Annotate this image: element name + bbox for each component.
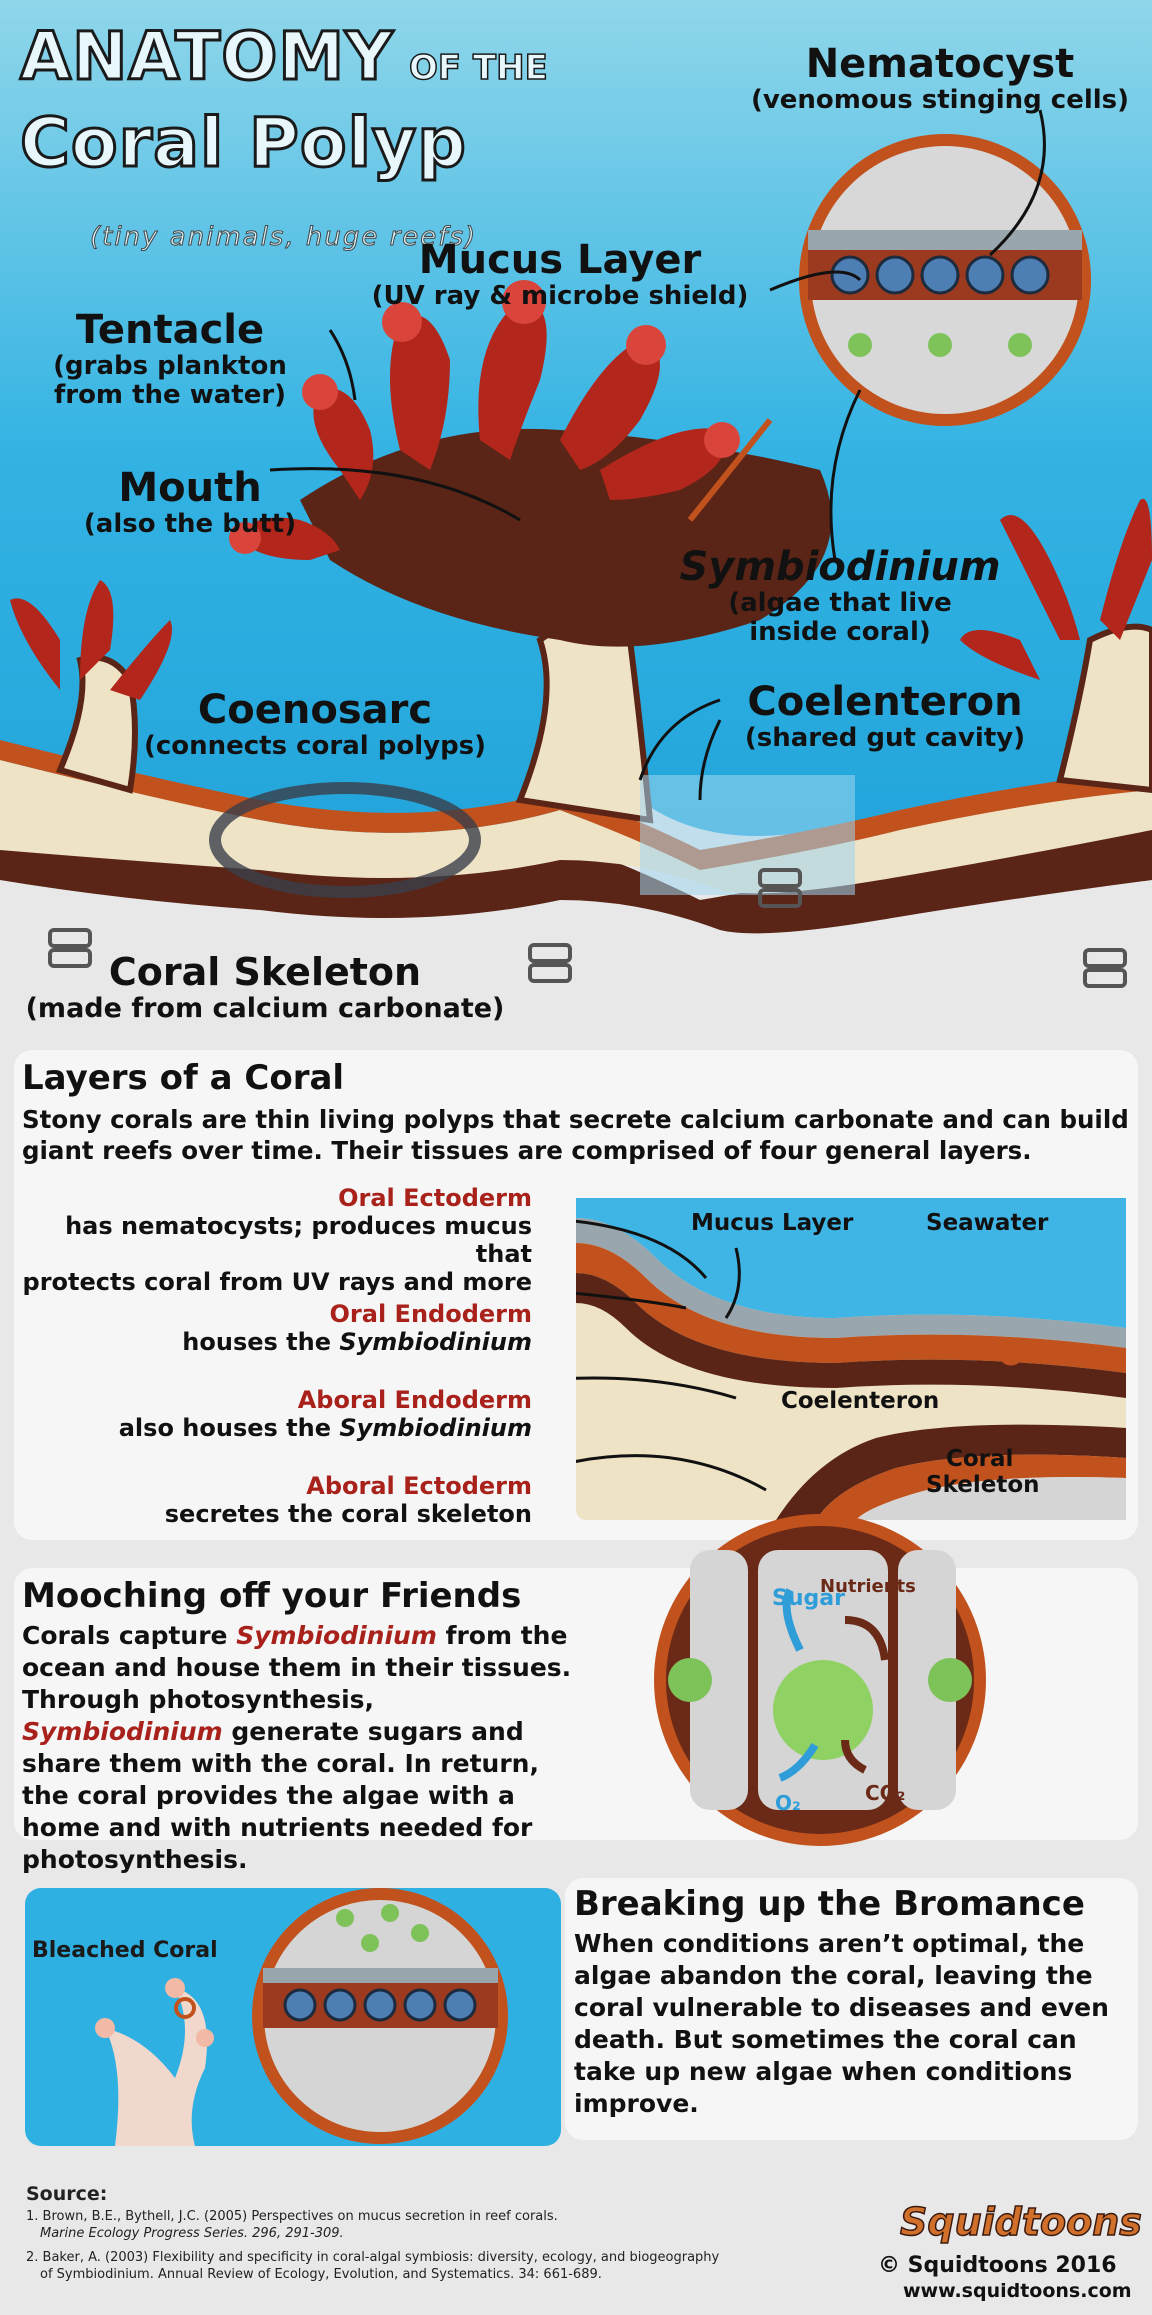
label-co2: CO₂ bbox=[865, 1781, 905, 1805]
layer-aboral-endoderm-desc: also houses the Symbiodinium bbox=[118, 1414, 532, 1442]
label-coelenteron: Coelenteron (shared gut cavity) bbox=[744, 679, 1026, 753]
hero-ocean bbox=[0, 0, 1152, 1010]
title-coral-polyp: Coral Polyp bbox=[19, 104, 468, 183]
copyright: © Squidtoons 2016 bbox=[878, 2253, 1117, 2278]
diagram-label-coral: Coral bbox=[946, 1446, 1013, 1472]
bleached-illustration bbox=[95, 1888, 508, 2146]
polyp-illustration bbox=[0, 109, 1152, 1010]
bromance-panel bbox=[565, 1878, 1138, 2140]
bromance-text: When conditions aren’t optimal, the alga… bbox=[574, 1929, 1109, 2118]
layer-aboral-ectoderm-desc: secretes the coral skeleton bbox=[164, 1500, 532, 1528]
mooching-title: Mooching off your Friends bbox=[22, 1576, 522, 1616]
bleached-label: Bleached Coral bbox=[32, 1938, 218, 1963]
mooching-text: Corals capture Symbiodinium from the oce… bbox=[22, 1621, 572, 1874]
layer-oral-endoderm-desc: houses the Symbiodinium bbox=[182, 1328, 532, 1356]
label-tentacle: Tentacle (grabs plankton from the water) bbox=[53, 307, 287, 410]
website-link[interactable]: www.squidtoons.com bbox=[903, 2280, 1132, 2302]
layer-list: Oral Ectoderm has nematocysts; produces … bbox=[20, 1184, 532, 1528]
layers-diagram: Mucus Layer Seawater Coelenteron Coral S… bbox=[576, 1198, 1126, 1520]
layer-oral-endoderm-name: Oral Endoderm bbox=[329, 1300, 532, 1328]
diagram-label-coelenteron: Coelenteron bbox=[781, 1388, 939, 1414]
label-mouth: Mouth (also the butt) bbox=[83, 465, 297, 539]
sources-heading: Source: bbox=[26, 2183, 108, 2205]
bleached-panel bbox=[25, 1888, 561, 2146]
sources: Source: 1. Brown, B.E., Bythell, J.C. (2… bbox=[26, 2182, 876, 2284]
label-mucus-layer: Mucus Layer (UV ray & microbe shield) bbox=[371, 237, 749, 311]
diagram-label-mucus: Mucus Layer bbox=[691, 1210, 854, 1236]
layer-oral-ectoderm-desc1: has nematocysts; produces mucus that bbox=[65, 1212, 532, 1268]
photosynthesis-diagram: Sugar Nutrients O₂ CO₂ bbox=[654, 1514, 986, 1846]
diagram-label-skeleton: Skeleton bbox=[926, 1472, 1040, 1498]
label-nutrients: Nutrients bbox=[820, 1576, 916, 1597]
title-of-the: OF THE bbox=[408, 47, 548, 89]
label-symbiodinium: Symbiodinium (algae that live inside cor… bbox=[679, 544, 1001, 647]
source-1-journal: Marine Ecology Progress Series. 296, 291… bbox=[40, 2226, 344, 2242]
label-sugar: Sugar bbox=[772, 1586, 845, 1611]
squidtoons-logo: Squidtoons bbox=[899, 2199, 1142, 2245]
source-2: 2. Baker, A. (2003) Flexibility and spec… bbox=[26, 2249, 720, 2265]
title-anatomy: ANATOMY bbox=[19, 18, 395, 95]
label-nematocyst: Nematocyst (venomous stinging cells) bbox=[750, 41, 1130, 115]
label-coral-skeleton: Coral Skeleton (made from calcium carbon… bbox=[25, 950, 505, 1024]
source-2-journal: of Symbiodinium. Annual Review of Ecolog… bbox=[40, 2267, 602, 2283]
subtitle: (tiny animals, huge reefs) bbox=[89, 222, 478, 253]
title-block: ANATOMY OF THE bbox=[19, 22, 549, 91]
layers-text: Stony corals are thin living polyps that… bbox=[22, 1105, 1129, 1166]
layer-aboral-ectoderm-name: Aboral Ectoderm bbox=[306, 1472, 532, 1500]
label-o2: O₂ bbox=[775, 1791, 801, 1815]
layer-aboral-endoderm-name: Aboral Endoderm bbox=[297, 1386, 532, 1414]
bromance-title: Breaking up the Bromance bbox=[574, 1884, 1085, 1924]
source-1: 1. Brown, B.E., Bythell, J.C. (2005) Per… bbox=[26, 2208, 558, 2224]
diagram-label-seawater: Seawater bbox=[926, 1210, 1049, 1236]
label-coenosarc: Coenosarc (connects coral polyps) bbox=[143, 687, 487, 761]
layers-title: Layers of a Coral bbox=[22, 1058, 345, 1098]
layer-oral-ectoderm-name: Oral Ectoderm bbox=[338, 1184, 532, 1212]
layer-oral-ectoderm-desc2: protects coral from UV rays and more bbox=[22, 1268, 532, 1296]
